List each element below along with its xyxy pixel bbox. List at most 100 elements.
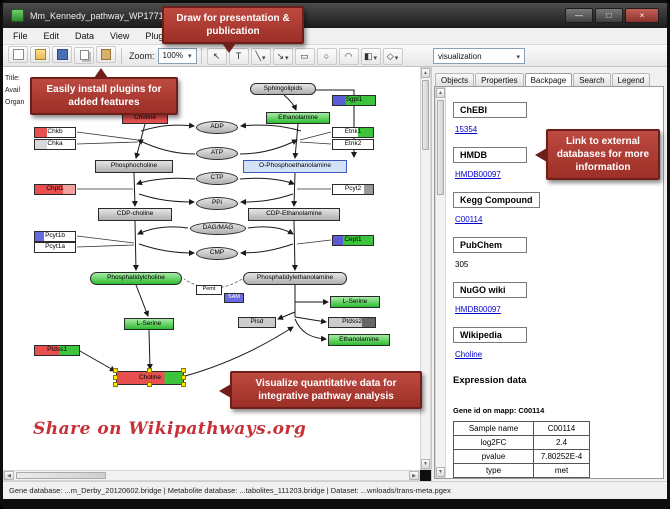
- horizontal-scroll-thumb[interactable]: [16, 472, 106, 479]
- node-phosphocholine[interactable]: Phosphocholine: [95, 160, 173, 173]
- node-cmp[interactable]: CMP: [196, 247, 238, 260]
- line-tool[interactable]: ╲: [250, 48, 271, 65]
- node-ppi[interactable]: PPi: [196, 197, 238, 210]
- bp-value-hmdb[interactable]: HMDB00097: [455, 170, 501, 179]
- visualization-combobox[interactable]: visualization: [433, 48, 525, 64]
- minimize-button[interactable]: —: [565, 8, 593, 23]
- table-cell: pvalue: [453, 449, 534, 464]
- maximize-button[interactable]: □: [595, 8, 623, 23]
- title-bar[interactable]: Mm_Kennedy_pathway_WP1771_45176.gpml —□×: [3, 3, 667, 28]
- panel-scrollbar[interactable]: [435, 87, 446, 478]
- node-chkb[interactable]: Chkb: [34, 127, 76, 138]
- selection-handle[interactable]: [181, 368, 186, 373]
- scroll-up-icon[interactable]: [436, 88, 445, 98]
- shape-tool[interactable]: ◇: [382, 48, 403, 65]
- table-cell: type: [453, 463, 534, 478]
- tab-properties[interactable]: Properties: [475, 73, 524, 87]
- node-sphingolipids[interactable]: Sphingolipids: [250, 83, 316, 95]
- arrow-left-icon: [219, 384, 231, 398]
- bp-value-wikipedia[interactable]: Choline: [455, 350, 483, 359]
- copy-button[interactable]: [74, 46, 94, 64]
- tab-legend[interactable]: Legend: [611, 73, 651, 87]
- node-ethanolamine[interactable]: Ethanolamine: [266, 112, 330, 124]
- selection-handle[interactable]: [113, 375, 118, 380]
- node-pcyt1b[interactable]: Pcyt1b: [34, 231, 76, 242]
- node-phosphatidylethanolamine[interactable]: Phosphatidylethanolamine: [243, 272, 347, 285]
- vertical-scroll-thumb[interactable]: [422, 80, 429, 150]
- bp-header-wikipedia: Wikipedia: [453, 327, 527, 343]
- paste-icon: [101, 49, 111, 60]
- zoom-combobox[interactable]: 100%: [157, 47, 197, 64]
- node-cept1[interactable]: Cept1: [332, 235, 374, 246]
- table-cell: log2FC: [453, 435, 534, 450]
- tab-backpage[interactable]: Backpage: [524, 73, 573, 87]
- new-button[interactable]: [8, 46, 28, 63]
- table-cell: 7.80252E-4: [533, 449, 590, 464]
- app-icon: [11, 9, 24, 22]
- bp-value-nugo-wiki[interactable]: HMDB00097: [455, 305, 501, 314]
- tab-search[interactable]: Search: [573, 73, 611, 87]
- datanode-tool[interactable]: ◧: [360, 48, 381, 65]
- node-etnk1[interactable]: Etnk1: [332, 127, 374, 138]
- node-dag-mag[interactable]: DAG/MAG: [190, 222, 246, 235]
- node-pcyt1a[interactable]: Pcyt1a: [34, 242, 76, 253]
- copy-icon: [79, 50, 89, 60]
- select-tool[interactable]: ↖: [206, 48, 227, 65]
- node-ctp[interactable]: CTP: [196, 172, 238, 185]
- scroll-up-icon[interactable]: [421, 68, 430, 78]
- selection-handle[interactable]: [181, 375, 186, 380]
- menu-file[interactable]: File: [13, 31, 28, 41]
- node-l-serine[interactable]: L-Serine: [124, 318, 174, 330]
- node-l-serine[interactable]: L-Serine: [330, 296, 380, 308]
- scroll-left-icon[interactable]: [4, 471, 14, 480]
- canvas-vertical-scrollbar[interactable]: [420, 67, 431, 470]
- canvas-horizontal-scrollbar[interactable]: [3, 470, 420, 481]
- node-phosphatidylcholine[interactable]: Phosphatidylcholine: [90, 272, 182, 285]
- scroll-down-icon[interactable]: [436, 467, 445, 477]
- scroll-right-icon[interactable]: [409, 471, 419, 480]
- rect-tool[interactable]: ▭: [294, 48, 315, 65]
- node-pcyt2[interactable]: Pcyt2: [332, 184, 374, 195]
- selection-handle[interactable]: [113, 368, 118, 373]
- scroll-down-icon[interactable]: [421, 459, 430, 469]
- bp-value-pubchem: 305: [455, 260, 469, 269]
- node-cdp-choline[interactable]: CDP-choline: [98, 208, 172, 221]
- node-ethanolamine[interactable]: Ethanolamine: [328, 334, 390, 346]
- paste-button[interactable]: [96, 46, 116, 63]
- menu-view[interactable]: View: [110, 31, 130, 41]
- node-chka[interactable]: Chka: [34, 139, 76, 150]
- callout-quantitative-data: Visualize quantitative data for integrat…: [219, 371, 422, 409]
- arrow-tool[interactable]: ↘: [272, 48, 293, 65]
- save-button[interactable]: [52, 46, 72, 63]
- close-button[interactable]: ×: [625, 8, 659, 23]
- node-sgpl1[interactable]: Sgpl1: [332, 95, 376, 106]
- arc-tool[interactable]: ◠: [338, 48, 359, 65]
- node-ptdss2[interactable]: Ptdss2: [328, 317, 376, 328]
- node-etnk2[interactable]: Etnk2: [332, 139, 374, 150]
- node-pemt[interactable]: Pemt: [196, 285, 222, 295]
- menu-plugins[interactable]: Plugins: [145, 31, 175, 41]
- bp-value-kegg-compound[interactable]: C00114: [455, 215, 483, 224]
- callout-external-databases: Link to external databases for more info…: [535, 129, 660, 180]
- node-atp[interactable]: ATP: [196, 147, 238, 160]
- node-sam[interactable]: SAM: [224, 293, 244, 303]
- node-pisd[interactable]: Pisd: [238, 317, 276, 328]
- selection-handle[interactable]: [147, 382, 152, 387]
- node-cdp-ethanolamine[interactable]: CDP-Ethanolamine: [248, 208, 340, 221]
- selection-handle[interactable]: [147, 368, 152, 373]
- menu-edit[interactable]: Edit: [43, 31, 60, 41]
- ellipse-tool[interactable]: ○: [316, 47, 337, 65]
- node-o-phosphoethanolamine[interactable]: O-Phosphoethanolamine: [243, 160, 347, 173]
- menu-data[interactable]: Data: [75, 31, 95, 41]
- node-ptdss1[interactable]: Ptdss1: [34, 345, 80, 356]
- selection-handle[interactable]: [181, 382, 186, 387]
- node-chpt1[interactable]: Chpt1: [34, 184, 76, 195]
- open-button[interactable]: [30, 46, 50, 63]
- panel-scroll-thumb[interactable]: [437, 100, 444, 195]
- bp-value-chebi[interactable]: 15354: [455, 125, 478, 134]
- tab-objects[interactable]: Objects: [435, 73, 475, 87]
- node-adp[interactable]: ADP: [196, 121, 238, 134]
- selection-handle[interactable]: [113, 382, 118, 387]
